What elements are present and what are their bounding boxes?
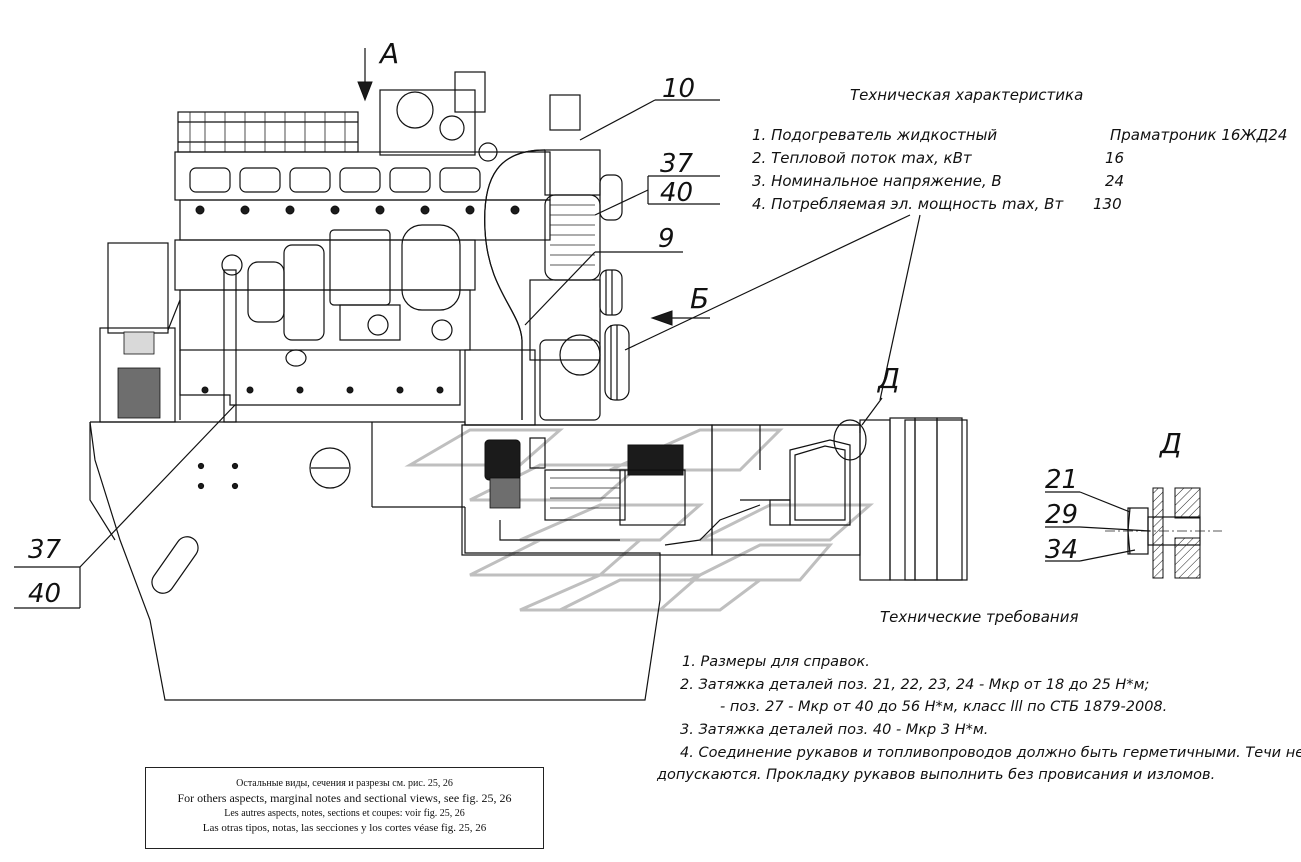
callout-37-top: 37 <box>660 149 694 179</box>
note-line-en: For others aspects, marginal notes and s… <box>177 791 512 805</box>
view-arrow-a <box>357 48 373 102</box>
view-arrow-b <box>650 310 710 326</box>
engine-block <box>174 71 630 423</box>
requirements-title: Технические требования <box>880 608 1079 626</box>
requirement-line-4: 3. Затяжка деталей поз. 40 - Мкр 3 Н*м. <box>680 722 988 738</box>
requirement-line-5: 4. Соединение рукавов и топливопроводов … <box>680 745 1301 761</box>
view-label-a: А <box>378 37 399 70</box>
callout-40-top: 40 <box>660 178 693 208</box>
requirement-line-2: 2. Затяжка деталей поз. 21, 22, 23, 24 -… <box>680 677 1149 693</box>
detail-view-d: Д <box>1045 427 1222 579</box>
view-label-b: Б <box>690 282 709 315</box>
callout-40-left: 40 <box>28 579 61 609</box>
spec-value-4: 130 <box>1093 195 1122 213</box>
spec-label-2: 2. Тепловой поток max, кВт <box>752 149 973 167</box>
detail-callout-34: 34 <box>1045 535 1078 565</box>
detail-callout-21: 21 <box>1045 465 1078 495</box>
spec-label-4: 4. Потребляемая эл. мощность max, Вт <box>752 195 1064 213</box>
requirement-line-3: - поз. 27 - Мкр от 40 до 56 Н*м, класс l… <box>720 699 1167 715</box>
callout-9: 9 <box>658 224 675 254</box>
spec-value-3: 24 <box>1105 172 1124 190</box>
note-line-es: Las otras tipos, notas, las secciones y … <box>202 822 487 834</box>
spec-value-2: 16 <box>1105 149 1124 167</box>
detail-title: Д <box>1158 427 1182 460</box>
specs-title: Техническая характеристика <box>850 86 1083 104</box>
spec-value-1: Праматроник 16ЖД24 <box>1110 126 1287 144</box>
liquid-heater <box>461 349 968 581</box>
requirement-line-6: допускаются. Прокладку рукавов выполнить… <box>656 767 1215 783</box>
reference-note-box: Остальные виды, сечения и разрезы см. ри… <box>145 767 544 849</box>
callout-d-label: Д <box>876 362 900 395</box>
requirement-line-1: 1. Размеры для справок. <box>682 654 870 670</box>
note-line-fr: Les autres aspects, notes, sections et c… <box>224 808 465 819</box>
callout-leaders <box>14 99 921 609</box>
callout-37-left: 37 <box>28 535 62 565</box>
spec-label-3: 3. Номинальное напряжение, В <box>752 172 1002 190</box>
note-line-ru: Остальные виды, сечения и разрезы см. ри… <box>236 778 453 789</box>
engine-mount <box>99 242 181 423</box>
detail-callout-29: 29 <box>1045 500 1078 530</box>
spec-label-1: 1. Подогреватель жидкостный <box>752 126 997 144</box>
callout-10: 10 <box>662 74 695 104</box>
